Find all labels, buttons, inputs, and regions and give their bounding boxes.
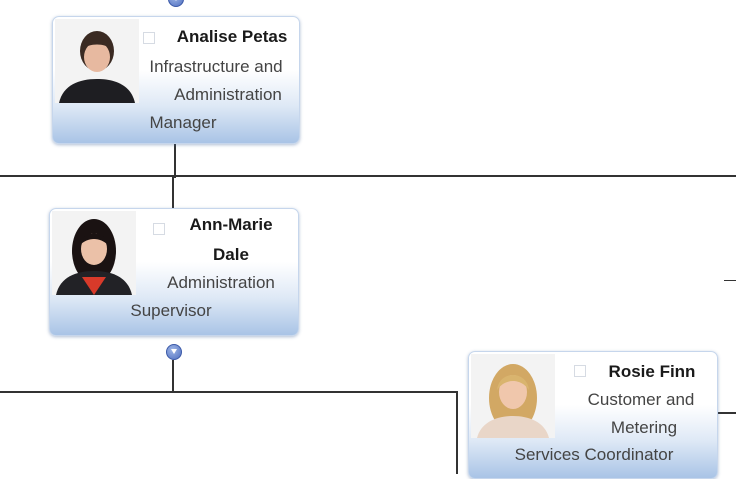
person-title-line: Services Coordinator: [514, 445, 674, 464]
person-name: Analise Petas: [176, 27, 288, 46]
connector-line: [174, 142, 176, 178]
org-card-analise-petas[interactable]: Analise Petas Infrastructure and Adminis…: [52, 16, 300, 144]
person-title-line: Infrastructure and: [149, 57, 283, 76]
person-title-line: Administration: [174, 85, 282, 104]
person-name: Dale: [213, 245, 249, 264]
connector-line: [456, 391, 458, 474]
person-name: Rosie Finn: [608, 362, 696, 381]
expand-down-icon[interactable]: [166, 344, 182, 360]
connector-line: [724, 280, 736, 281]
person-photo: [52, 211, 136, 295]
person-photo: [55, 19, 139, 103]
expand-down-icon[interactable]: [168, 0, 184, 7]
person-title-line: Manager: [149, 113, 217, 132]
checkbox-icon[interactable]: [574, 365, 586, 377]
person-name: Ann-Marie: [189, 215, 273, 234]
checkbox-icon[interactable]: [143, 32, 155, 44]
connector-line: [0, 391, 457, 393]
connector-line: [712, 412, 736, 414]
connector-line: [0, 175, 736, 177]
checkbox-icon[interactable]: [153, 223, 165, 235]
person-title-line: Customer and: [587, 390, 695, 409]
org-card-ann-marie-dale[interactable]: Ann-Marie Dale Administration Supervisor: [49, 208, 299, 336]
person-title-line: Supervisor: [130, 301, 212, 320]
person-title-line: Administration: [167, 273, 275, 292]
person-photo: [471, 354, 555, 438]
person-title-line: Metering: [610, 418, 678, 437]
connector-line: [172, 176, 174, 208]
org-card-rosie-finn[interactable]: Rosie Finn Customer and Metering Service…: [468, 351, 718, 479]
connector-line: [172, 360, 174, 392]
